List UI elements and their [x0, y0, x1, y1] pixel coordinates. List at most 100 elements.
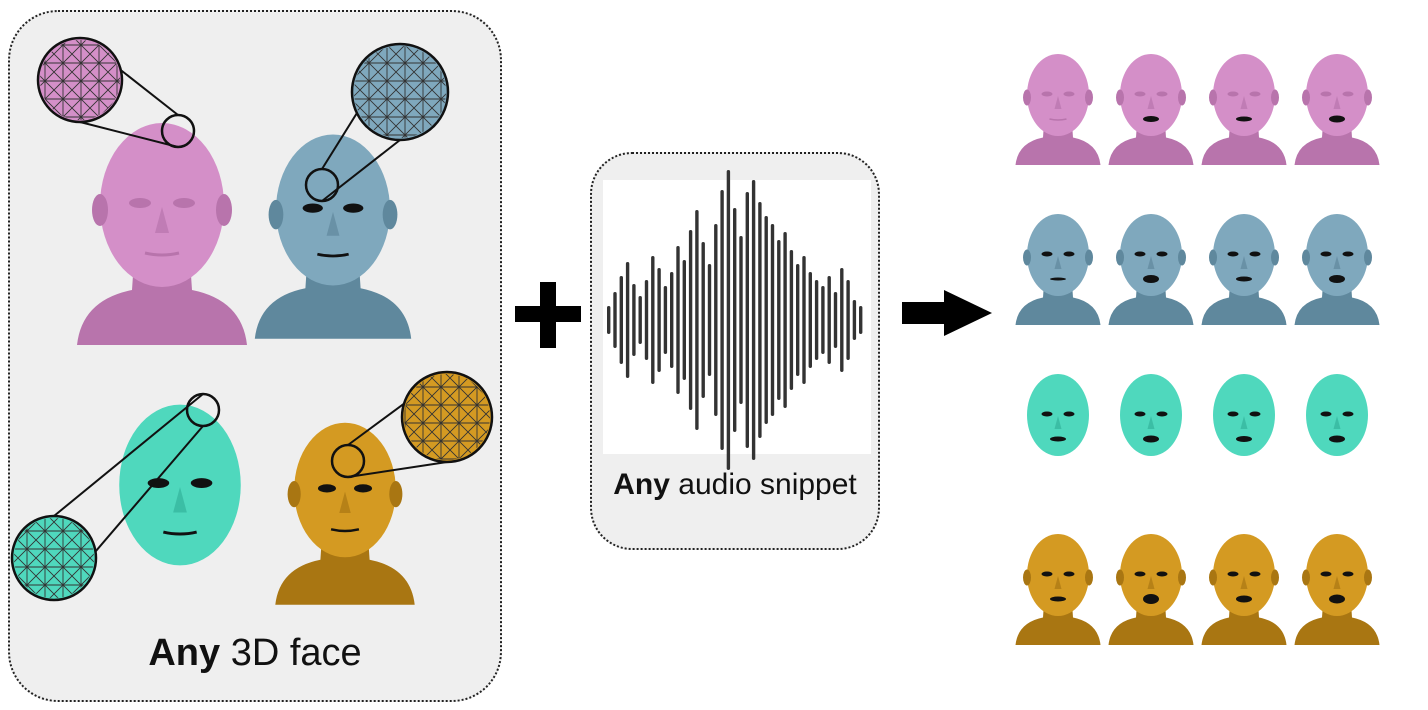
- audio-caption: Any audio snippet: [613, 468, 857, 501]
- waveform-bar: [777, 240, 781, 400]
- waveform-bar: [764, 216, 768, 424]
- head: [100, 123, 224, 287]
- eye: [1134, 571, 1146, 577]
- eye: [1249, 251, 1261, 257]
- mouth: [1329, 115, 1345, 123]
- eye: [1320, 571, 1332, 577]
- head: [1213, 54, 1275, 136]
- mouth: [1049, 118, 1067, 121]
- ear: [1271, 249, 1279, 266]
- output-face: [1294, 534, 1380, 645]
- mouth: [1050, 436, 1066, 442]
- head: [1120, 214, 1182, 296]
- waveform-bar: [733, 208, 737, 432]
- head: [1306, 54, 1368, 136]
- nose: [1147, 416, 1155, 429]
- mouth: [1329, 435, 1345, 443]
- waveform-bar: [789, 250, 794, 390]
- mouth: [1236, 276, 1252, 282]
- nose: [1054, 256, 1062, 269]
- eye: [1320, 251, 1332, 257]
- head: [1027, 214, 1089, 296]
- neck-shoulders: [1015, 282, 1101, 325]
- gold-face-scan: [275, 422, 415, 605]
- mouth: [1236, 436, 1252, 442]
- ear: [1209, 569, 1217, 586]
- waveform-bar: [852, 300, 857, 340]
- mouth: [330, 528, 360, 533]
- neck-shoulders: [1015, 122, 1101, 165]
- neck-shoulders: [1294, 122, 1380, 165]
- waveform-bar: [638, 296, 642, 344]
- head: [119, 404, 241, 566]
- head: [1213, 214, 1275, 296]
- waveform-bar: [657, 268, 661, 372]
- nose: [1333, 416, 1341, 429]
- ear: [389, 480, 403, 508]
- output-face: [1108, 54, 1194, 165]
- neck-shoulders: [1201, 122, 1287, 165]
- eye: [1342, 251, 1354, 257]
- eye: [1156, 411, 1168, 417]
- ear: [216, 194, 232, 226]
- ear: [268, 199, 284, 230]
- eye: [1041, 251, 1053, 257]
- pink-face-mesh: [77, 123, 247, 345]
- nose: [326, 211, 340, 236]
- mouth: [1050, 596, 1066, 602]
- neck-shoulders: [1108, 122, 1194, 165]
- output-face-grid: [1015, 54, 1380, 645]
- waveform-bar: [625, 262, 630, 378]
- output-face: [1201, 214, 1287, 325]
- mesh-zoom-icon: [10, 392, 221, 602]
- nose: [1054, 96, 1062, 109]
- eye: [1041, 91, 1053, 97]
- waveform-bar: [821, 286, 825, 354]
- waveform-bar: [632, 284, 636, 356]
- nose: [1240, 416, 1248, 429]
- zoom-source-circle: [304, 167, 340, 203]
- head: [1306, 214, 1368, 296]
- head: [1027, 534, 1089, 616]
- neck-shoulders: [1294, 602, 1380, 645]
- mesh-wireframe: [404, 374, 490, 460]
- eye: [1227, 411, 1239, 417]
- waveform-bar: [846, 280, 850, 360]
- ear: [1209, 89, 1217, 106]
- teal-face-mask: [119, 404, 241, 566]
- ear: [1302, 89, 1310, 106]
- ear: [92, 194, 108, 226]
- eye: [1041, 571, 1053, 577]
- neck-shoulders: [1294, 282, 1380, 325]
- waveform-bar: [802, 256, 806, 384]
- waveform-bar: [644, 280, 649, 360]
- output-face: [1294, 54, 1380, 165]
- output-face: [1201, 54, 1287, 165]
- ear: [382, 199, 398, 230]
- nose: [1333, 96, 1341, 109]
- ear: [1302, 569, 1310, 586]
- waveform-bar: [613, 292, 617, 348]
- output-face: [1015, 214, 1101, 325]
- head: [1027, 54, 1089, 136]
- eye: [1063, 411, 1075, 417]
- nose: [1147, 96, 1155, 109]
- neck-shoulders: [1201, 282, 1287, 325]
- neck-shoulders: [1201, 602, 1287, 645]
- head: [1120, 534, 1182, 616]
- ear: [1302, 249, 1310, 266]
- nose: [1054, 416, 1062, 429]
- mouth: [1143, 594, 1159, 604]
- eye: [302, 203, 323, 213]
- eye: [1063, 91, 1075, 97]
- head: [1213, 534, 1275, 616]
- waveform-bar: [751, 180, 756, 460]
- zoom-source-circle: [185, 392, 221, 428]
- output-face: [1213, 374, 1275, 456]
- eye: [317, 484, 336, 493]
- eye: [1227, 251, 1239, 257]
- mouth: [1143, 116, 1159, 122]
- eye: [343, 203, 364, 213]
- eye: [1249, 91, 1261, 97]
